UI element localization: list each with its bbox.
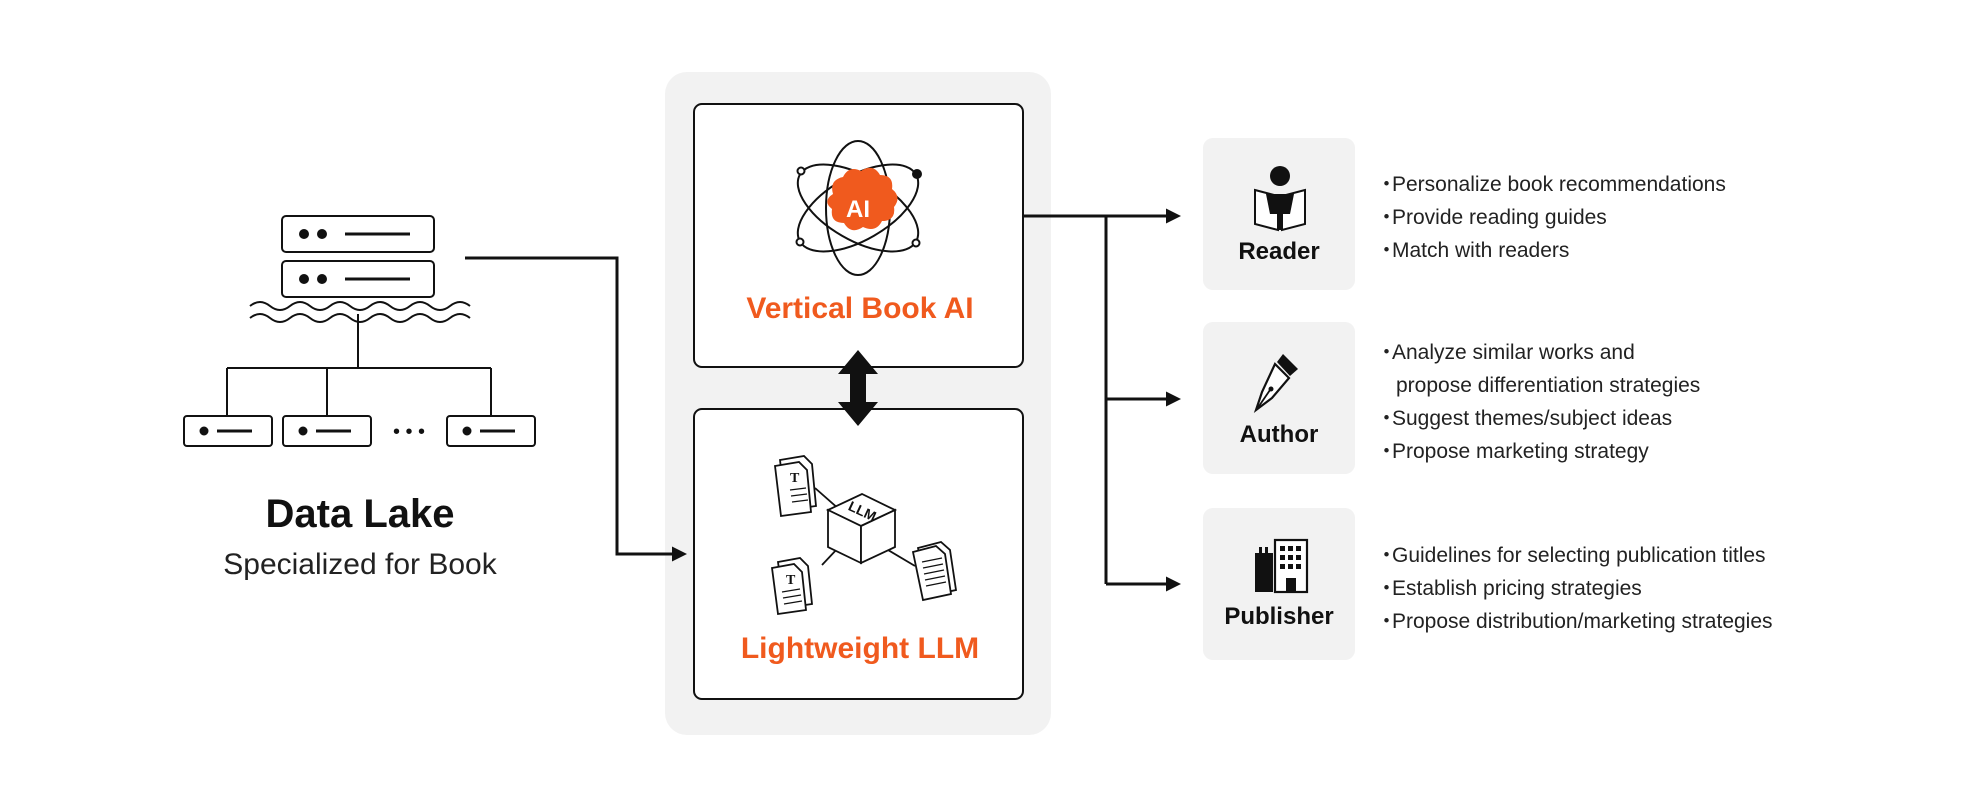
- vertical-ai-title: Vertical Book AI: [746, 292, 974, 325]
- author-label: Author: [1239, 421, 1319, 448]
- ai-badge-text: AI: [846, 196, 870, 223]
- reader-benefits-list: Personalize book recommendations Provide…: [1380, 168, 1726, 267]
- list-item: Provide reading guides: [1380, 201, 1726, 234]
- author-benefits-list: Analyze similar works and propose differ…: [1380, 336, 1700, 468]
- datalake-to-llm-arrow: [465, 256, 687, 562]
- data-lake-subtitle: Specialized for Book: [223, 548, 497, 581]
- data-lake-title: Data Lake: [265, 492, 455, 536]
- list-item: Match with readers: [1380, 234, 1726, 267]
- list-item: Analyze similar works and: [1380, 336, 1700, 369]
- doc-letter-2: T: [786, 573, 796, 588]
- author-box: [1203, 322, 1355, 474]
- reader-icon: [1254, 166, 1306, 232]
- list-item: Propose marketing strategy: [1380, 435, 1700, 468]
- list-item-continuation: propose differentiation strategies: [1396, 374, 1701, 397]
- bidirectional-arrow: [838, 350, 878, 426]
- ellipsis-dots: • • •: [393, 421, 425, 443]
- database-network-icon: [183, 215, 536, 447]
- fountain-pen-icon: [1253, 354, 1298, 413]
- llm-title: Lightweight LLM: [740, 632, 980, 665]
- publisher-label: Publisher: [1224, 603, 1334, 630]
- list-item: Guidelines for selecting publication tit…: [1380, 539, 1773, 572]
- atom-ai-icon: AI: [795, 140, 922, 276]
- list-item: Establish pricing strategies: [1380, 572, 1773, 605]
- vertical-ai-box: [693, 103, 1024, 368]
- doc-letter-1: T: [790, 471, 800, 486]
- llm-cube-documents-icon: [770, 455, 958, 616]
- list-item: Propose distribution/marketing strategie…: [1380, 605, 1773, 638]
- buildings-icon: [1255, 538, 1309, 594]
- list-item: Suggest themes/subject ideas: [1380, 402, 1700, 435]
- fanout-connectors: [1023, 208, 1181, 592]
- list-item: Personalize book recommendations: [1380, 168, 1726, 201]
- publisher-benefits-list: Guidelines for selecting publication tit…: [1380, 539, 1773, 638]
- reader-label: Reader: [1238, 238, 1320, 265]
